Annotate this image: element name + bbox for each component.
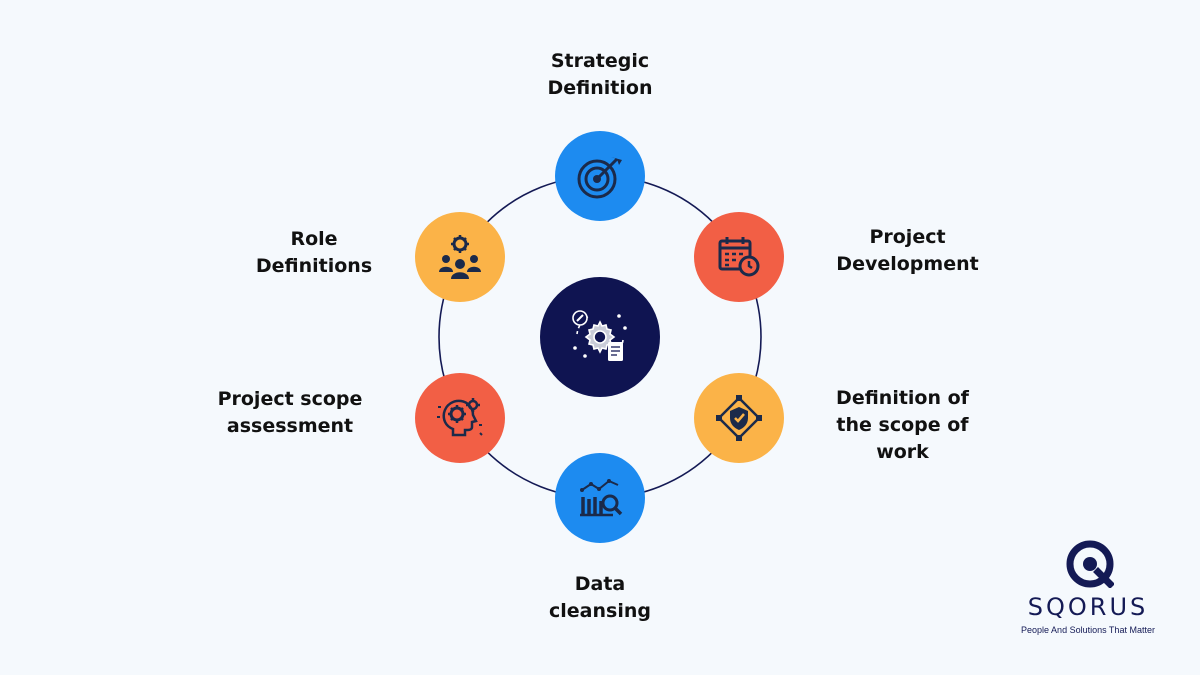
label-scope-of-work: Definition of the scope of work <box>836 387 969 463</box>
node-data-cleansing <box>555 453 645 543</box>
calendar-clock-icon <box>718 237 760 277</box>
shield-network-icon <box>716 395 762 441</box>
team-gear-icon <box>439 235 481 279</box>
chart-magnifier-icon <box>580 479 623 517</box>
head-gears-icon <box>437 398 483 437</box>
label-scope-assessment: Project scope assessment <box>217 388 363 437</box>
gear-wrench-document-icon <box>572 310 627 361</box>
label-project-development: Project Development <box>836 226 979 275</box>
label-strategic-definition: Strategic Definition <box>547 50 653 99</box>
node-scope-assessment <box>415 373 505 463</box>
node-role-definitions <box>415 212 505 302</box>
node-scope-of-work <box>694 373 784 463</box>
target-arrow-icon <box>577 157 622 199</box>
sqorus-logo-icon <box>1066 540 1114 588</box>
label-role-definitions: Role Definitions <box>255 228 373 277</box>
brand-tagline: People And Solutions That Matter <box>1021 625 1155 635</box>
label-data-cleansing: Data cleansing <box>549 573 651 622</box>
brand-name: SQORUS <box>1027 593 1149 621</box>
node-project-development <box>694 212 784 302</box>
sqorus-logo: SQORUS People And Solutions That Matter <box>1008 540 1168 640</box>
center-hub <box>540 277 660 397</box>
node-strategic-definition <box>555 131 645 221</box>
